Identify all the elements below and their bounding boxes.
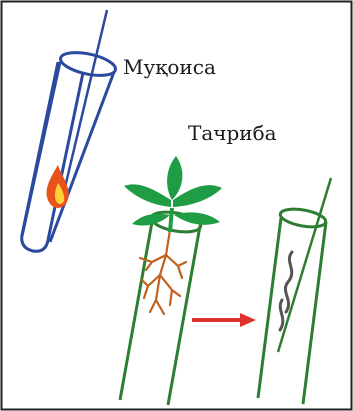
plant-icon xyxy=(124,156,222,232)
result-tube-icon xyxy=(258,178,331,404)
smoke-icon xyxy=(280,252,292,330)
control-label: Муқоиса xyxy=(123,55,216,79)
flame-icon xyxy=(47,165,69,208)
splint-stick xyxy=(278,178,331,352)
experiment-label: Тачриба xyxy=(188,121,277,145)
control-tube-icon xyxy=(22,10,118,251)
arrow-right-icon xyxy=(192,313,256,327)
